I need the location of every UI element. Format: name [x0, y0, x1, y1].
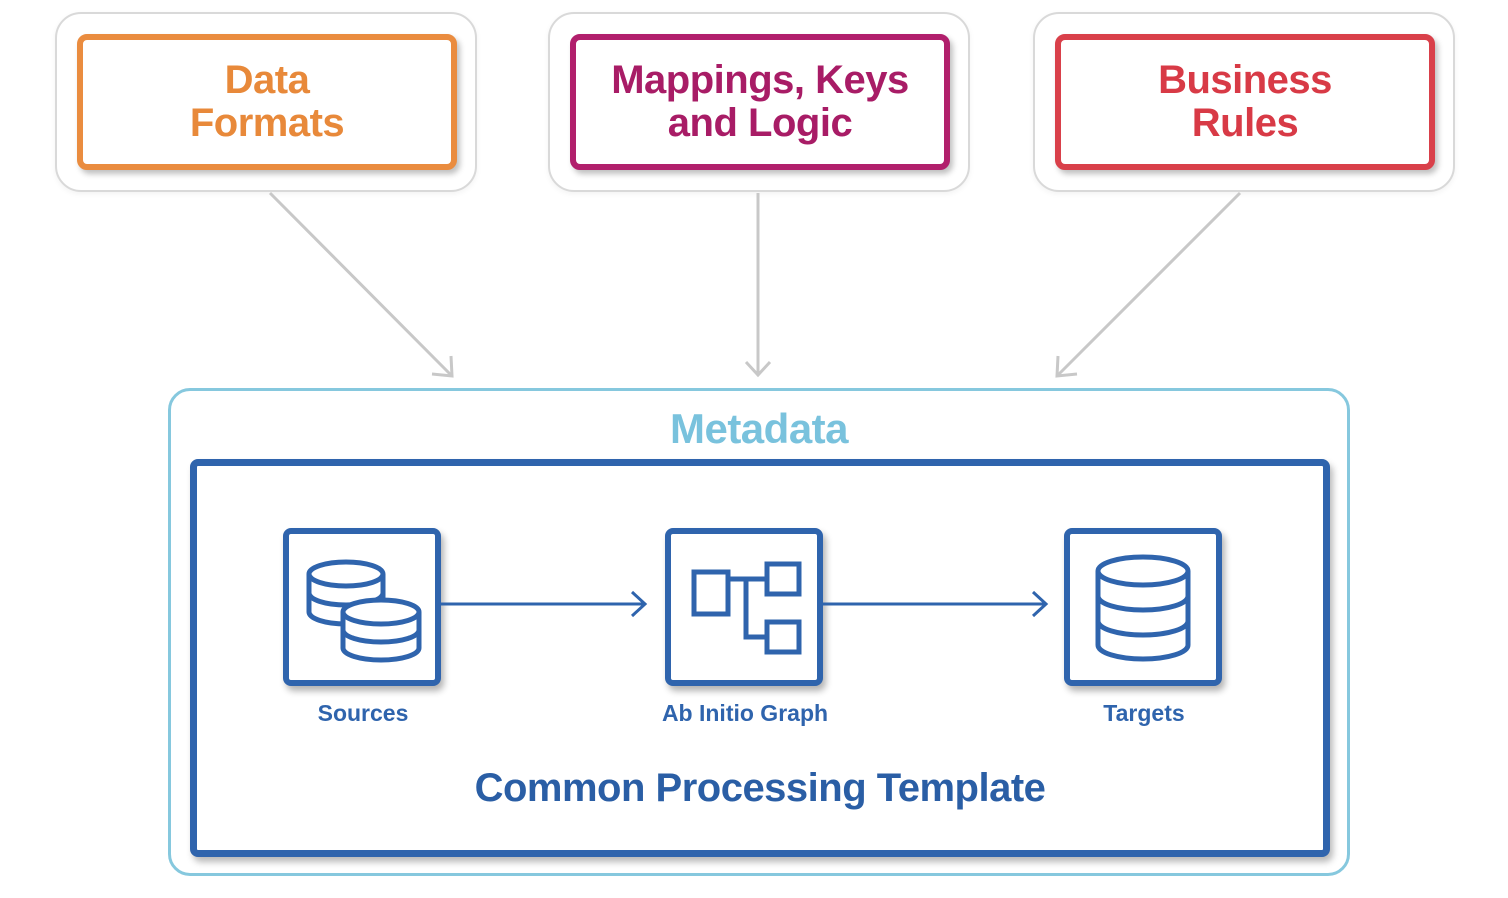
- business-rules-arrow-head: [1055, 355, 1078, 378]
- mappings-keys-logic-box: Mappings, Keys and Logic: [570, 34, 950, 170]
- business-rules-card: Business Rules: [1033, 12, 1455, 192]
- data-formats-box: Data Formats: [77, 34, 457, 170]
- mappings-keys-logic-label: Mappings, Keys and Logic: [611, 58, 909, 145]
- input-connectors: [268, 191, 1242, 378]
- business-rules-label: Business Rules: [1158, 58, 1332, 145]
- data-formats-label: Data Formats: [189, 58, 345, 145]
- databases-icon: [306, 559, 422, 663]
- targets-label: Targets: [1103, 700, 1185, 726]
- sources-node: [283, 528, 441, 686]
- graph-flow-icon: [691, 561, 802, 655]
- business-rules-box: Business Rules: [1055, 34, 1435, 170]
- metadata-title: Metadata: [669, 405, 849, 452]
- mappings-keys-logic-card: Mappings, Keys and Logic: [548, 12, 970, 192]
- business-rules-arrow-line: [1056, 191, 1242, 377]
- ab-initio-graph-node: [665, 528, 823, 686]
- sources-label: Sources: [317, 700, 409, 726]
- database-icon: [1095, 554, 1191, 662]
- ab-initio-graph-label: Ab Initio Graph: [661, 700, 829, 726]
- data-formats-card: Data Formats: [55, 12, 477, 192]
- mappings-arrow-head: [744, 360, 772, 378]
- data-formats-arrow-line: [268, 191, 453, 377]
- targets-node: [1064, 528, 1222, 686]
- template-title: Common Processing Template: [474, 766, 1046, 810]
- data-formats-arrow-head: [431, 355, 454, 378]
